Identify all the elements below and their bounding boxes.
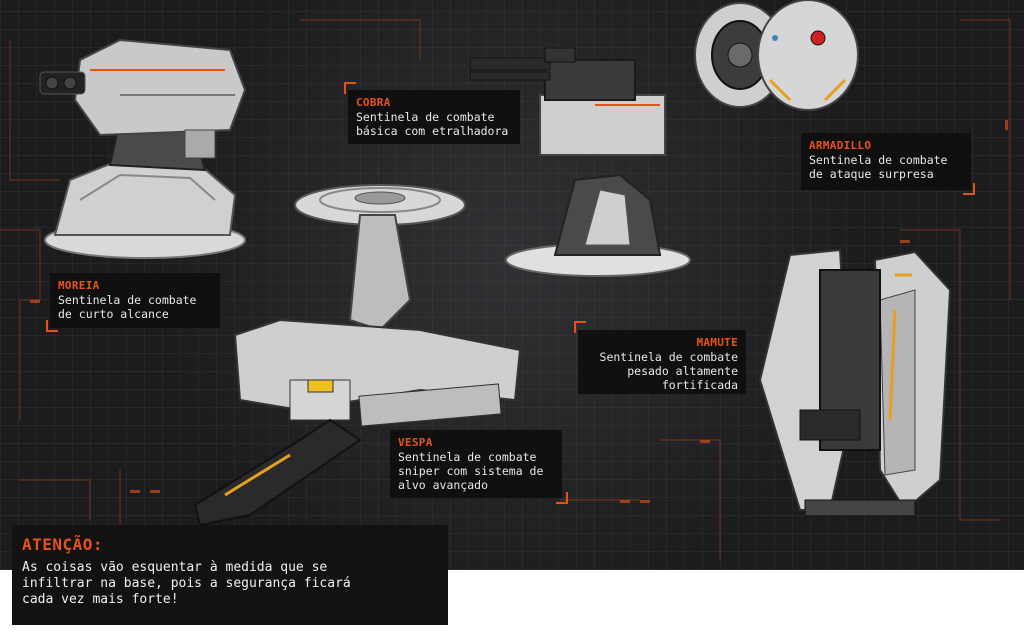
turret-name: VESPA [398,436,433,449]
turret-card-vespa: VESPA Sentinela de combate sniper com si… [390,430,562,498]
mamute-turret-illustration [758,248,952,517]
moreia-turret-illustration [39,38,247,259]
corner-bracket [46,320,58,332]
turret-name: COBRA [356,96,391,109]
turret-card-mamute: MAMUTE Sentinela de combate pesado altam… [578,330,746,394]
cobra-turret-illustration [469,47,691,277]
corner-bracket [963,183,975,195]
turret-card-armadillo: ARMADILLO Sentinela de combate de ataque… [801,133,971,190]
turret-name: MAMUTE [696,336,738,349]
turret-card-moreia: MOREIA Sentinela de combate de curto alc… [50,273,220,328]
turret-card-cobra: COBRA Sentinela de combate básica com et… [348,90,520,144]
turret-description: Sentinela de combate pesado altamente fo… [599,350,738,392]
turret-description: Sentinela de combate de curto alcance [58,293,197,321]
turret-showcase: MOREIA Sentinela de combate de curto alc… [0,0,1024,570]
warning-notice: ATENÇÃO: As coisas vão esquentar à medid… [12,525,448,625]
corner-bracket [574,321,586,333]
vespa-turret-illustration [193,184,522,527]
turret-description: Sentinela de combate sniper com sistema … [398,450,544,492]
turret-description: Sentinela de combate básica com etralhad… [356,110,509,138]
circuit-background [0,0,1011,561]
armadillo-turret-illustration [694,0,859,111]
corner-bracket [344,82,356,94]
notice-title: ATENÇÃO: [22,535,104,554]
turret-name: ARMADILLO [809,139,872,152]
turret-name: MOREIA [58,279,100,292]
notice-text: As coisas vão esquentar à medida que se … [22,560,351,607]
turret-description: Sentinela de combate de ataque surpresa [809,153,948,181]
corner-bracket [556,492,568,504]
